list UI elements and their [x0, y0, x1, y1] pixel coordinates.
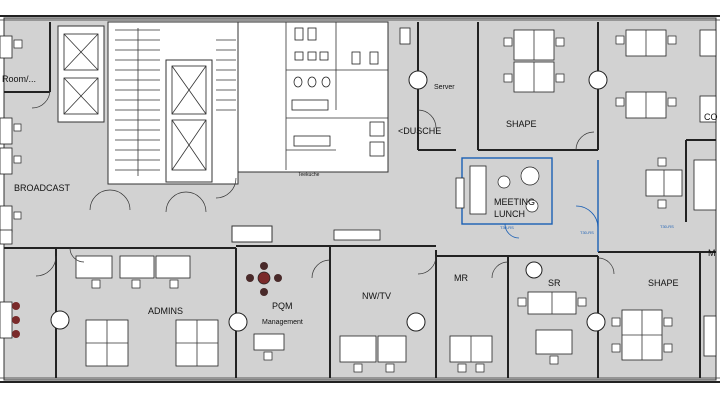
- label-broadcast: BROADCAST: [14, 183, 71, 193]
- label-room-partial: Room/...: [2, 74, 36, 84]
- label-sr: SR: [548, 278, 561, 288]
- meeting-sofa: [469, 165, 487, 215]
- label-lunch: LUNCH: [494, 209, 525, 219]
- meeting-side-table: [455, 177, 465, 209]
- label-mr: MR: [454, 273, 468, 283]
- label-nwtv: NW/TV: [362, 291, 391, 301]
- label-shape-top: SHAPE: [506, 119, 537, 129]
- sanitary-block: [237, 21, 389, 173]
- door-tag-corridor: T30-RS: [580, 230, 594, 235]
- label-meeting: MEETING: [494, 197, 535, 207]
- stair-hatching: [115, 28, 236, 176]
- meeting-chair-3: [525, 199, 539, 213]
- label-pqm: PQM: [272, 301, 293, 311]
- corridor-cabinet: [231, 225, 273, 243]
- meeting-chair-2: [520, 166, 540, 186]
- label-shape-right: SHAPE: [648, 278, 679, 288]
- structural-columns: [50, 70, 608, 332]
- label-m-partial: M: [708, 248, 716, 258]
- corridor-bench: [333, 229, 381, 241]
- meeting-chair-1: [497, 175, 511, 189]
- label-dusche: <DUSCHE: [398, 126, 441, 136]
- label-teekueche: Teeküche: [298, 172, 320, 178]
- desk-clusters: [0, 29, 717, 373]
- door-tag-meeting: T30-RS: [500, 225, 514, 230]
- door-tag-shape: T30-RS: [660, 224, 674, 229]
- door-swings: [31, 89, 615, 279]
- label-management: Management: [262, 319, 303, 326]
- label-admins: ADMINS: [148, 306, 183, 316]
- label-co-partial: CO: [704, 112, 718, 122]
- toilet-fixtures: [291, 27, 411, 157]
- label-server: Server: [434, 84, 455, 91]
